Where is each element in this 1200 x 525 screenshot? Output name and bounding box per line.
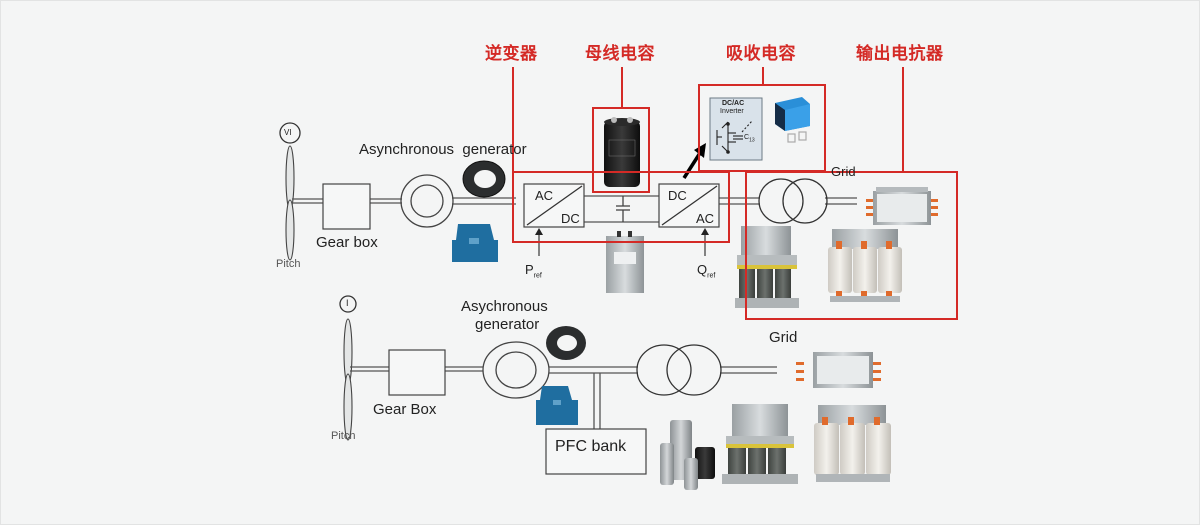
emc-filter-image (866, 187, 938, 225)
pitch-indicator-icon (279, 122, 301, 144)
callout-label-snubber-capacitor: 吸收电容 (726, 44, 796, 64)
output-reactor-image-2 (814, 405, 891, 482)
grid-label-2: Grid (769, 329, 798, 346)
generator-icon (400, 174, 454, 228)
pitch-indicator-icon-2 (339, 295, 357, 313)
toroid-core-image (462, 160, 506, 198)
inset-cap-label: C13 (744, 134, 755, 144)
inset-title-line2: Inverter (720, 108, 744, 115)
generator-label-line1: Asychronous (461, 298, 548, 315)
gearbox-box-2 (388, 349, 446, 396)
inverter-schematic-inset (709, 97, 763, 161)
dc-link-capacitor-symbol (616, 196, 630, 222)
callout-label-output-reactor: 输出电抗器 (856, 44, 944, 64)
transformer-icon-2 (636, 344, 722, 396)
reference-arrows (535, 228, 709, 256)
pfc-bank-label: PFC bank (555, 438, 627, 455)
dark-reactor-image-2 (722, 404, 798, 484)
electrolytic-capacitor-image (604, 117, 640, 187)
pitch-label: Pitch (276, 258, 301, 270)
generator-label: Asynchronous generator (359, 141, 527, 158)
converter-right-top: DC (668, 188, 687, 203)
pitch-symbol-label-2: I (346, 298, 349, 308)
gearbox-box (322, 183, 371, 230)
transformer-icon (758, 178, 828, 224)
pitch-label-2: Pitch (331, 430, 356, 442)
shaft-lines (292, 195, 857, 223)
gearbox-label: Gear box (316, 234, 378, 251)
dc-capacitor-highlight-box (592, 107, 650, 193)
generator-label-line2: generator (475, 316, 540, 333)
converter-left-bottom: DC (561, 211, 580, 226)
converter-right-bottom: AC (696, 211, 715, 226)
generator-icon-2 (482, 341, 550, 399)
callout-label-inverter: 逆变器 (485, 44, 538, 64)
gearbox-label-2: Gear Box (373, 401, 437, 418)
rotor-blades-icon (285, 145, 295, 261)
blue-choke-image (452, 224, 498, 262)
pfc-capacitors-image (660, 420, 715, 490)
pitch-symbol-label: VI (284, 128, 292, 137)
converter-dc-ac (658, 183, 720, 228)
dark-reactor-image (735, 226, 799, 308)
grid-label: Grid (831, 164, 856, 179)
callout-lines (512, 67, 904, 172)
inset-title-line1: DC/AC (722, 100, 745, 107)
pfc-bank-box (545, 428, 647, 475)
emc-filter-image-2 (796, 352, 881, 388)
inverter-highlight-box (512, 171, 730, 243)
output-reactor-image (828, 229, 902, 302)
bottom-diagram (339, 295, 891, 490)
converter-left-top: AC (535, 188, 554, 203)
converter-ac-dc (523, 183, 585, 228)
snubber-capacitor-image (775, 97, 810, 143)
film-capacitor-image (606, 231, 644, 293)
toroid-core-image-2 (546, 326, 586, 360)
rotor-blades-icon-2 (343, 318, 353, 441)
reactor-highlight-box (745, 171, 958, 320)
callout-label-dc-capacitor: 母线电容 (585, 44, 655, 64)
blue-choke-image-2 (536, 386, 578, 425)
top-diagram (279, 97, 938, 308)
q-ref-label: Qref (697, 262, 716, 280)
p-ref-label: Pref (525, 262, 542, 280)
